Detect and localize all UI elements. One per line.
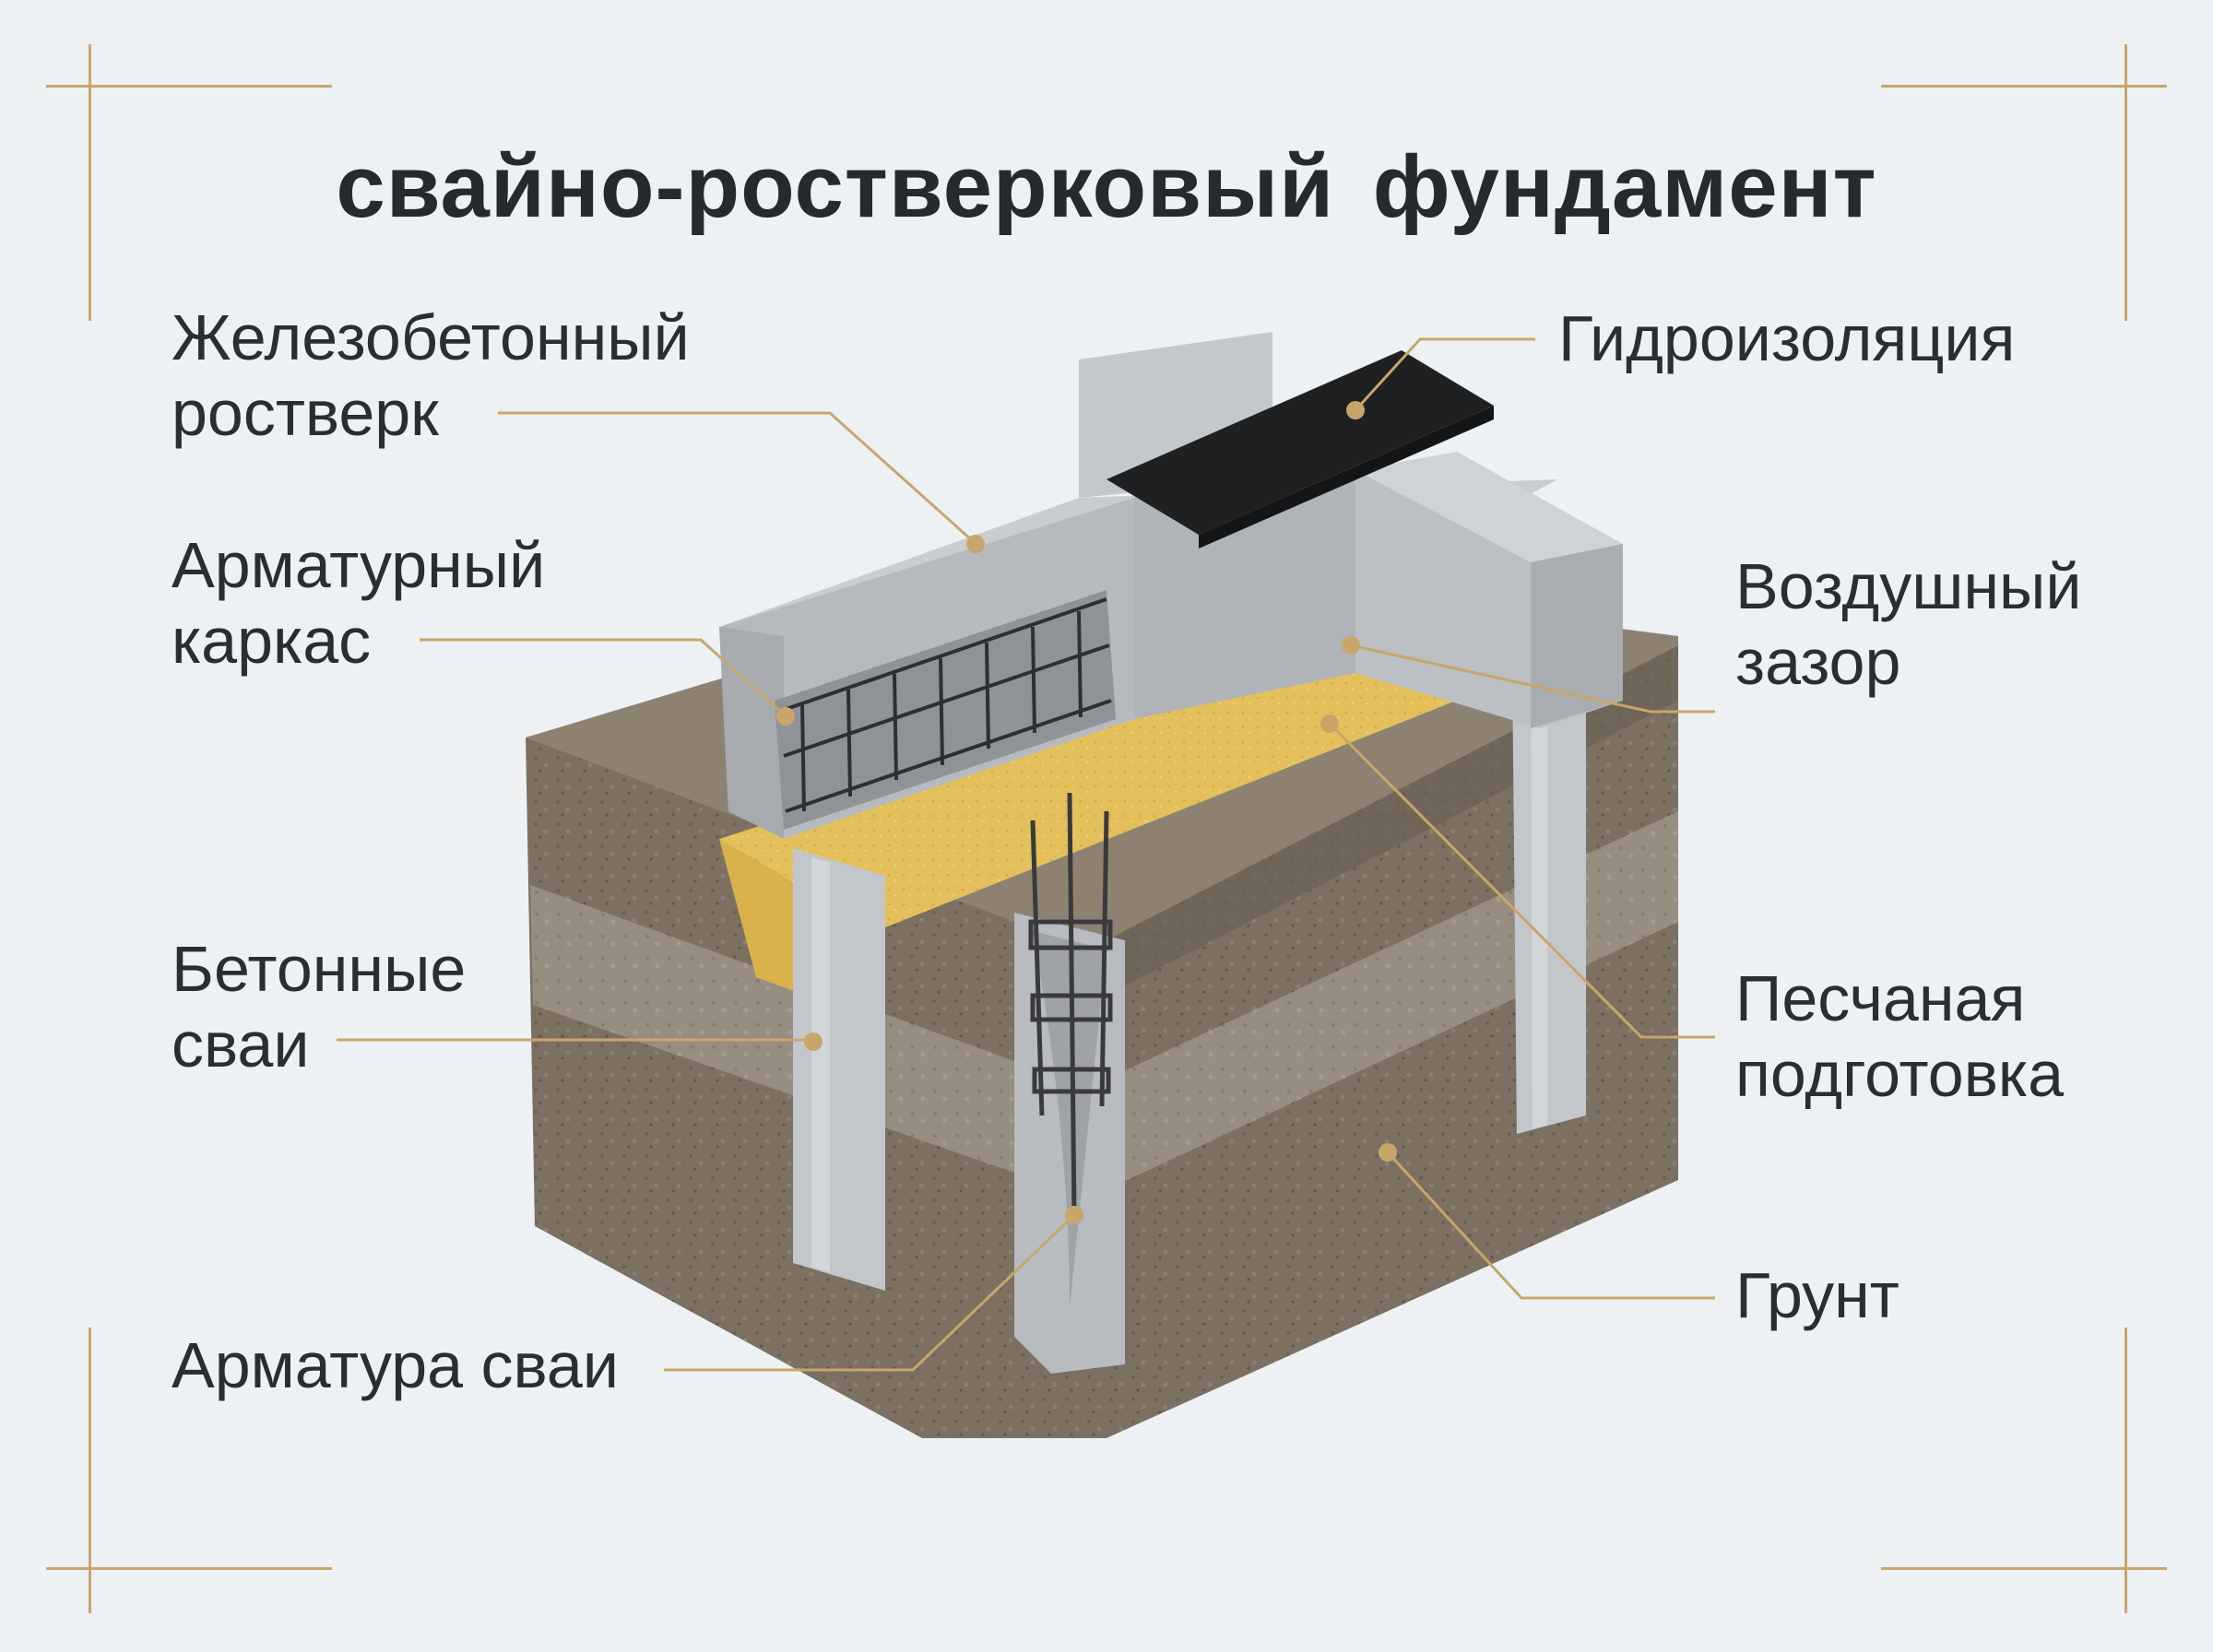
label-gidroizolyaciya: Гидроизоляция — [1558, 302, 2016, 374]
center-cut-pile — [1014, 792, 1125, 1374]
label-karkas: Арматурный каркас — [172, 529, 546, 677]
reinforcement-cage — [783, 597, 1112, 813]
label-zazor: Воздушный зазор — [1735, 550, 2082, 698]
right-concrete-pile — [1512, 645, 1586, 1134]
left-concrete-pile — [793, 848, 885, 1291]
pile-rebar — [1028, 792, 1113, 1218]
label-armatura-svai: Арматура сваи — [172, 1329, 619, 1401]
label-grunt: Грунт — [1735, 1259, 1899, 1331]
waterproofing-strip — [1106, 350, 1494, 549]
leader-dots — [776, 401, 1397, 1224]
grillage-beam — [719, 332, 1623, 839]
label-rostverk: Железобетонный ростверк — [172, 301, 690, 449]
label-pesok: Песчаная подготовка — [1735, 962, 2065, 1110]
leader-lines — [337, 337, 1715, 1372]
page-title: свайно-ростверковый фундамент — [336, 137, 1877, 236]
label-svai: Бетонные сваи — [172, 933, 467, 1080]
